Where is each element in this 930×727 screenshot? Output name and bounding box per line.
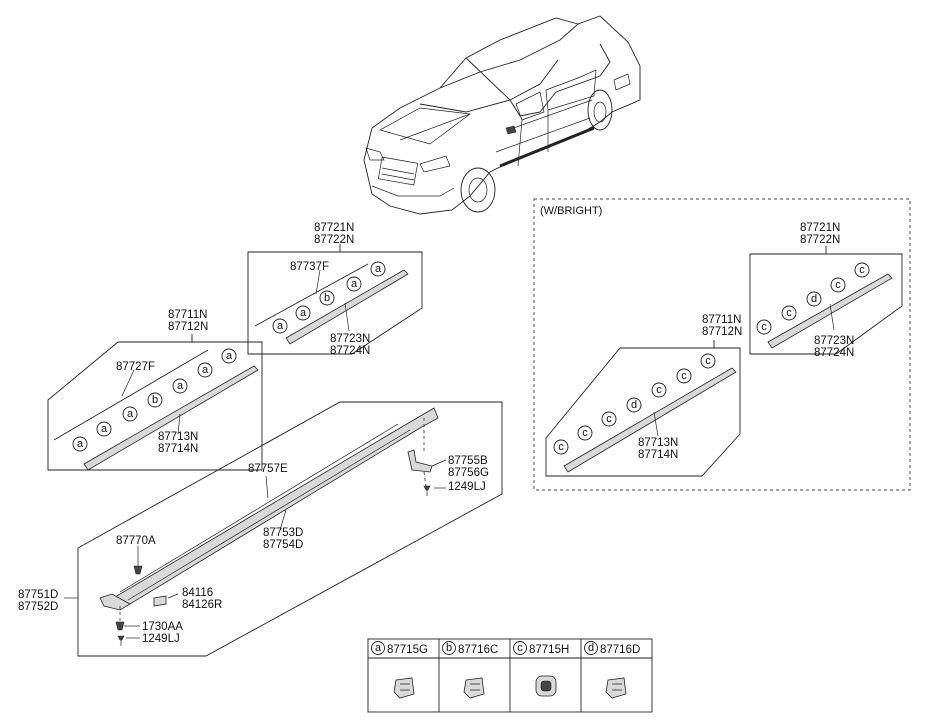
clip-87716D-icon (605, 677, 627, 699)
clip-legend-table (367, 638, 653, 713)
label-87723N: 87723N (330, 333, 370, 345)
label-87770A: 87770A (116, 535, 156, 547)
label-87722N: 87722N (314, 234, 354, 246)
svg-text:a: a (101, 423, 108, 435)
svg-text:b: b (324, 292, 330, 304)
legend-marker-c: c (517, 642, 523, 654)
svg-text:a: a (277, 320, 284, 332)
svg-text:c: c (705, 355, 711, 367)
label-84116: 84116 (182, 587, 213, 599)
legend-part-a: 87715G (387, 644, 428, 656)
legend-cell-c: c 87715H (513, 641, 569, 697)
label-87754D: 87754D (263, 539, 303, 551)
label-87724N-bright: 87724N (814, 347, 854, 359)
label-87722N-bright: 87722N (800, 234, 840, 246)
legend-cell-a: a 87715G (371, 641, 428, 699)
label-87756G: 87756G (448, 467, 489, 479)
label-87751D: 87751D (18, 589, 58, 601)
svg-text:a: a (300, 307, 307, 319)
svg-text:c: c (859, 264, 865, 276)
svg-text:d: d (631, 399, 637, 411)
w-bright-box (533, 198, 911, 491)
label-87713N: 87713N (158, 431, 198, 443)
clip-87715G-icon (393, 677, 415, 699)
svg-text:c: c (786, 307, 792, 319)
legend-part-c: 87715H (529, 644, 569, 656)
clip-87716C-icon (463, 677, 485, 699)
label-87752D: 87752D (18, 601, 58, 613)
molding-group-rear-door (247, 244, 423, 355)
bright-molding-group-rear-door (749, 246, 903, 355)
svg-text:a: a (202, 364, 209, 376)
label-87723N-bright: 87723N (814, 335, 854, 347)
svg-text:c: c (558, 441, 564, 453)
label-87711N-bright: 87711N (702, 314, 741, 326)
label-87711N: 87711N (168, 309, 207, 321)
svg-text:b: b (152, 394, 158, 406)
label-87757E: 87757E (248, 463, 288, 475)
car-illustration (363, 15, 641, 215)
legend-part-d: 87716D (600, 644, 640, 656)
side-sill-group (64, 401, 503, 657)
label-87755B: 87755B (448, 455, 488, 467)
bright-molding-group-front-door (545, 340, 741, 477)
legend-cell-b: b 87716C (442, 641, 498, 699)
label-w-bright: (W/BRIGHT) (540, 205, 602, 217)
clip-markers-rear-door: a a b a a (272, 261, 386, 334)
clip-markers-front-door: a a a b a a a (72, 348, 237, 452)
legend-part-b: 87716C (458, 644, 498, 656)
svg-text:d: d (811, 293, 817, 305)
legend-marker-b: b (446, 642, 452, 654)
svg-text:a: a (375, 263, 382, 275)
label-1730AA: 1730AA (142, 621, 183, 633)
molding-group-front-door (47, 334, 263, 471)
svg-text:a: a (77, 438, 84, 450)
label-84126R: 84126R (182, 599, 222, 611)
svg-text:c: c (656, 384, 662, 396)
label-87712N: 87712N (168, 321, 208, 333)
label-87714N-bright: 87714N (638, 449, 678, 461)
label-87724N: 87724N (330, 345, 370, 357)
label-87712N-bright: 87712N (702, 326, 742, 338)
svg-text:c: c (582, 427, 588, 439)
svg-text:a: a (177, 380, 184, 392)
svg-text:c: c (606, 413, 612, 425)
label-87721N: 87721N (314, 222, 354, 234)
svg-text:a: a (351, 278, 358, 290)
label-1249LJ-rear: 1249LJ (448, 481, 486, 493)
label-87721N-bright: 87721N (800, 222, 840, 234)
legend-marker-a: a (375, 642, 382, 654)
label-87714N: 87714N (158, 443, 198, 455)
svg-text:c: c (835, 279, 841, 291)
svg-text:c: c (681, 370, 687, 382)
legend-cell-d: d 87716D (584, 641, 640, 699)
label-87727F: 87727F (116, 361, 155, 373)
svg-text:a: a (226, 350, 233, 362)
label-87753D: 87753D (263, 527, 303, 539)
label-87737F: 87737F (290, 261, 329, 273)
svg-text:a: a (127, 408, 134, 420)
clip-markers-bright-front-door: c c c d c c c (553, 353, 716, 455)
label-1249LJ-front: 1249LJ (142, 633, 180, 645)
label-87713N-bright: 87713N (638, 437, 678, 449)
legend-marker-d: d (588, 642, 594, 654)
clip-markers-bright-rear-door: c c d c c (756, 262, 870, 335)
svg-text:c: c (761, 321, 767, 333)
